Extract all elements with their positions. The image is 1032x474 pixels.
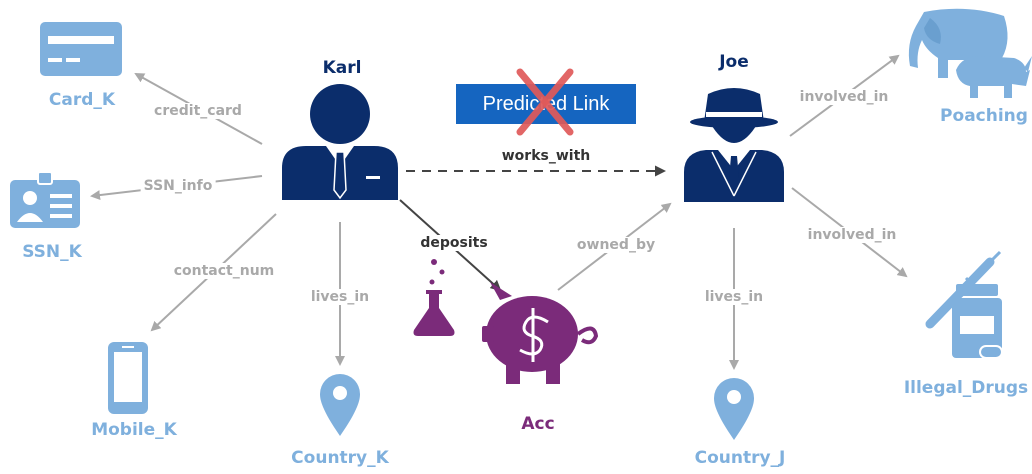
spy-icon (684, 88, 784, 202)
edge-label-lives-in-j: lives_in (701, 289, 767, 305)
node-label-mobile: Mobile_K (91, 420, 177, 440)
elephant-icon (908, 8, 1008, 78)
businessman-icon (282, 84, 398, 200)
edge-label-ssn-info: SSN_info (140, 178, 216, 194)
flask-icon (413, 259, 455, 336)
location-pin-icon (714, 378, 754, 440)
id-card-icon (10, 171, 80, 228)
credit-card-icon (40, 22, 122, 76)
edge-label-contact-num: contact_num (170, 263, 278, 279)
edge-label-works-with: works_with (498, 148, 594, 164)
node-label-country-j: Country_J (694, 448, 786, 468)
location-pin-icon (320, 374, 360, 436)
node-label-poaching: Poaching (940, 106, 1028, 126)
node-label-joe: Joe (719, 52, 749, 72)
node-label-card: Card_K (48, 90, 116, 110)
node-label-drugs: Illegal_Drugs (903, 378, 1029, 398)
edge-label-involved-in-2: involved_in (804, 227, 900, 243)
edge-label-lives-in-k: lives_in (307, 289, 373, 305)
pill-bottle-icon (952, 284, 1003, 359)
node-label-karl: Karl (322, 58, 362, 78)
node-label-acc: Acc (521, 414, 555, 434)
reject-x-icon (516, 68, 574, 136)
rhino-icon (956, 56, 1032, 98)
edge-label-deposits: deposits (417, 235, 491, 251)
edge-label-involved-in-1: involved_in (796, 89, 892, 105)
edge-label-credit-card: credit_card (151, 103, 245, 119)
edge-label-owned-by: owned_by (573, 237, 659, 253)
piggy-bank-icon (482, 282, 599, 384)
mobile-phone-icon (108, 342, 148, 414)
node-label-ssn: SSN_K (22, 242, 82, 262)
node-label-country-k: Country_K (291, 448, 389, 468)
